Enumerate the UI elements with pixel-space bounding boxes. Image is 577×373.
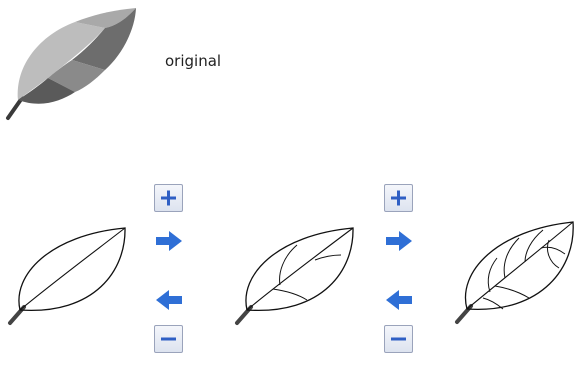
plus-icon (391, 190, 406, 206)
minus-icon (161, 337, 176, 341)
leaf-outline-stage-2 (235, 227, 354, 325)
arrow-left-icon[interactable] (384, 288, 414, 312)
increase-button[interactable] (384, 184, 413, 212)
leaf-outline-stage-1 (8, 227, 126, 325)
plus-icon (161, 190, 176, 206)
arrow-right-icon[interactable] (384, 229, 414, 253)
decrease-button[interactable] (154, 325, 183, 353)
increase-button[interactable] (154, 184, 183, 212)
leaf-outline-stage-3 (455, 221, 574, 324)
minus-icon (391, 337, 406, 341)
decrease-button[interactable] (384, 325, 413, 353)
original-leaf-image (6, 8, 136, 120)
original-caption: original (165, 52, 222, 70)
arrow-left-icon[interactable] (154, 288, 184, 312)
arrow-right-icon[interactable] (154, 229, 184, 253)
